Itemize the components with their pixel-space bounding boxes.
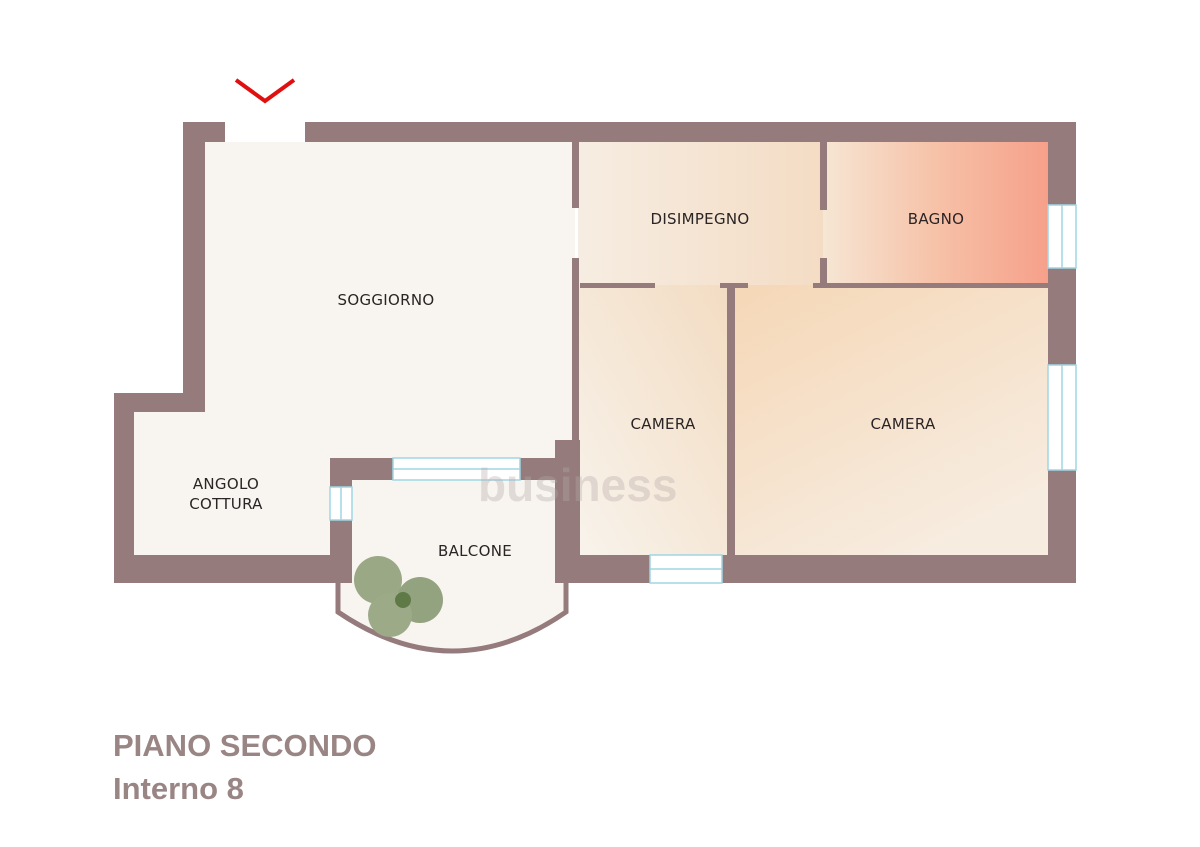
disimpegno-floor <box>578 142 823 287</box>
watermark: business <box>478 459 678 511</box>
room-label-disimpegno: DISIMPEGNO <box>650 210 750 228</box>
chevron-down-icon <box>234 78 296 104</box>
room-label-line: ANGOLO <box>192 475 260 493</box>
room-label-balcone: BALCONE <box>438 542 512 560</box>
balcony-railing <box>335 583 569 654</box>
room-label-angolo-cottura: ANGOLO COTTURA <box>156 474 296 514</box>
walls <box>114 122 1076 583</box>
bagno-floor <box>823 142 1048 285</box>
camera-large-floor <box>733 285 1048 555</box>
plant-icon <box>354 556 443 637</box>
room-label-soggiorno: SOGGIORNO <box>337 291 435 309</box>
camera-small-floor <box>578 285 730 555</box>
room-label-line: COTTURA <box>189 495 263 513</box>
windows <box>329 204 1077 584</box>
floor-title: PIANO SECONDO <box>113 728 377 763</box>
room-label-camera-large: CAMERA <box>870 415 936 433</box>
room-label-bagno: BAGNO <box>907 210 965 228</box>
unit-subtitle: Interno 8 <box>113 771 244 806</box>
kitchen-floor <box>134 410 334 555</box>
room-label-camera-small: CAMERA <box>630 415 696 433</box>
